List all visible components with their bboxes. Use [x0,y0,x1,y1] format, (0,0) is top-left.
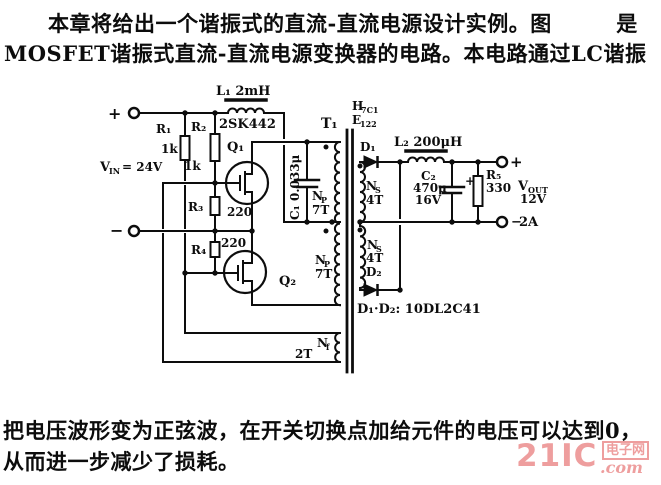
vout-value: 12V [520,192,547,206]
np1-subscript: P [321,195,327,205]
ns1-subscript: S [375,185,381,195]
np2-label: N [315,253,326,267]
core-e-subscript: 122 [360,119,377,129]
paragraph-bottom-line1: 把电压波形变为正弦波，在开关切换点加给元件的电压可以达到0， [3,418,642,443]
resistor-r2-body [209,133,221,162]
mosfet-type-label: 2SK442 [219,117,276,132]
input-minus-terminal [127,224,141,238]
circuit-wiring [138,98,498,374]
r2-label: R₂ [191,120,206,134]
mosfet-q2 [222,249,268,295]
t1-label: T₁ [321,116,338,132]
l1-label: L₁ 2mH [216,84,270,99]
resistor-r4-body [209,241,221,258]
q2-label: Q₂ [279,274,296,289]
mosfet-q1 [224,160,270,206]
ns1-label: N [366,179,377,193]
r3-label: R₃ [188,200,203,214]
vin-label: V [99,160,111,175]
r1-value: 1k [161,142,178,156]
paragraph-top-line1: 本章将给出一个谐振式的直流-直流电源设计实例。图 是 [48,11,638,36]
d1-label: D₁ [360,140,376,154]
output-plus-terminal [495,155,509,169]
r1-label: R₁ [156,122,171,136]
output-plus-sign: + [510,153,523,171]
output-current: 2A [519,215,539,230]
resistor-r1-body [179,135,191,161]
input-plus-terminal [127,106,141,120]
r5-label: R₅ [486,168,501,182]
vin-subscript: IN [109,166,120,176]
np2-turns: 7T [315,267,332,281]
vin-value: = 24V [122,160,163,174]
core-h-subscript: 7C1 [361,105,379,115]
output-minus-sign: − [511,215,522,230]
resistor-r3-body [209,196,221,216]
c2-value2: 16V [415,193,442,207]
paragraph-top-line2: MOSFET谐振式直流-直流电源变换器的电路。本电路通过LC谐振 [4,41,647,66]
resistor-r5-body [472,175,484,207]
c2-label: C₂ [421,169,436,183]
nf-turns: 2T [295,347,312,361]
output-minus-terminal [495,215,509,229]
nf-subscript: f [326,342,330,352]
diode-d2-symbol [363,283,379,297]
nf-label: N [317,336,328,350]
np1-label: N [312,189,323,203]
r3-value: 220 [227,205,252,219]
diode-d1-symbol [363,155,379,169]
r2-value: 1k [184,159,201,173]
vout-label: V [517,179,529,194]
ns2-subscript: S [376,244,382,254]
ns2-label: N [367,238,378,252]
diode-note: D₁·D₂: 10DL2C41 [357,302,481,317]
junction-dots [182,110,481,293]
input-minus-sign: − [110,221,123,240]
r4-value: 220 [221,236,246,250]
c2-plus-sign: + [465,174,475,188]
np1-turns: 7T [312,203,329,217]
paragraph-bottom-line2: 从而进一步减少了损耗。 [3,449,240,474]
c1-label: C₁ 0.033μ [288,154,302,220]
np2-subscript: P [324,259,330,269]
c2-value1: 470μ [413,181,447,195]
resistor-bodies [179,133,484,258]
r5-value: 330 [486,181,511,195]
terminals [127,106,509,238]
ns1-turns: 4T [366,193,383,207]
ns2-turns: 4T [366,251,383,265]
input-plus-sign: + [108,104,121,123]
l2-label: L₂ 200μH [394,135,462,150]
core-e-label: E [352,113,361,127]
q1-label: Q₁ [227,140,244,155]
d2-label: D₂ [366,265,382,279]
vout-subscript: OUT [528,185,548,195]
r4-label: R₄ [191,243,206,257]
core-h-label: H [352,99,363,113]
